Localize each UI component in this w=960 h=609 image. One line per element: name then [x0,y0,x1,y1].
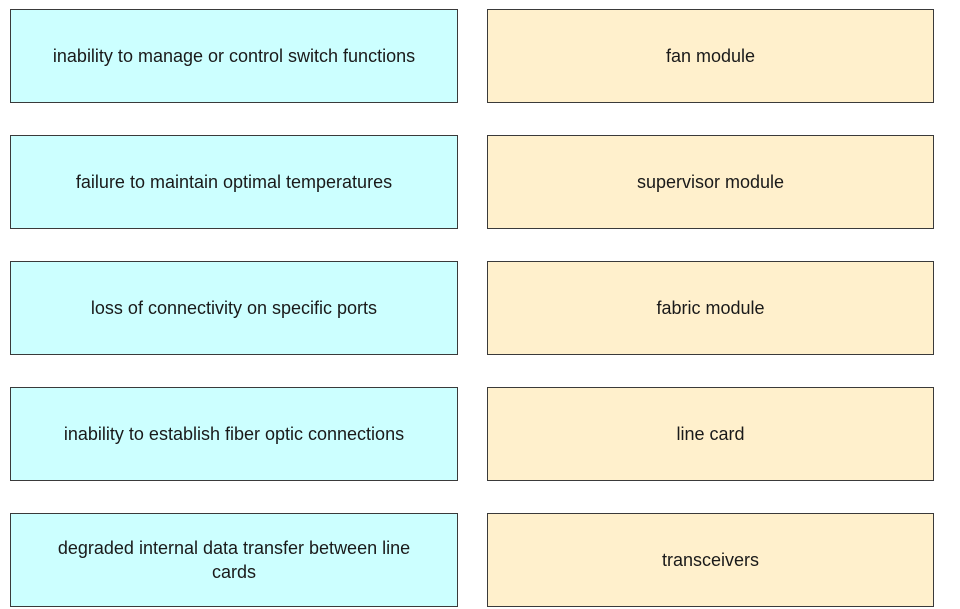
component-tile[interactable]: fabric module [487,261,934,355]
problem-tile[interactable]: failure to maintain optimal temperatures [10,135,458,229]
component-label: fan module [665,45,756,66]
component-label: fabric module [656,297,765,318]
component-label: transceivers [661,549,760,570]
component-tile[interactable]: transceivers [487,513,934,607]
problem-tile[interactable]: inability to establish fiber optic conne… [10,387,458,481]
problem-label: inability to establish fiber optic conne… [63,423,405,444]
problem-label: failure to maintain optimal temperatures [75,171,393,192]
problem-tile[interactable]: inability to manage or control switch fu… [10,9,458,103]
component-label: line card [676,423,745,444]
component-label: supervisor module [636,171,785,192]
problem-column: inability to manage or control switch fu… [10,9,458,607]
problem-label: degraded internal data transfer between … [57,537,411,582]
component-tile[interactable]: fan module [487,9,934,103]
problem-label: inability to manage or control switch fu… [52,45,416,66]
problem-tile[interactable]: degraded internal data transfer between … [10,513,458,607]
component-tile[interactable]: line card [487,387,934,481]
component-tile[interactable]: supervisor module [487,135,934,229]
problem-label: loss of connectivity on specific ports [90,297,378,318]
component-column: fan module supervisor module fabric modu… [487,9,934,607]
problem-tile[interactable]: loss of connectivity on specific ports [10,261,458,355]
